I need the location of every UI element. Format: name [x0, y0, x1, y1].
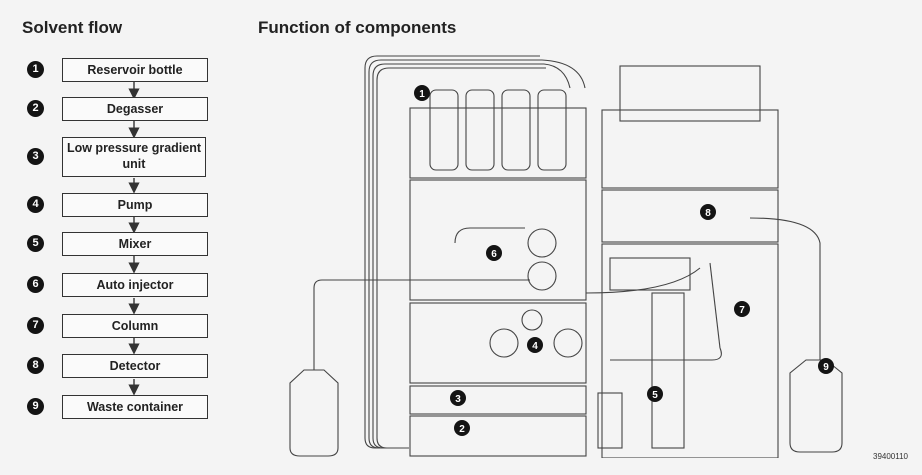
callout-badge: 7 [734, 301, 750, 317]
svg-text:6: 6 [491, 249, 497, 260]
reservoir-bottle [430, 90, 458, 170]
solvent-line [365, 56, 540, 448]
column-inlet-line [586, 268, 700, 293]
injection-valve [528, 262, 556, 290]
flow-step-column: 7 Column [18, 314, 218, 338]
callout-badge: 6 [486, 245, 502, 261]
reservoir-tray [410, 108, 586, 178]
injection-valve [528, 229, 556, 257]
degasser-module [410, 416, 586, 456]
svg-text:1: 1 [419, 89, 425, 100]
step-number-badge: 1 [27, 61, 44, 78]
waste-line [750, 218, 820, 360]
figure-code: 39400110 [873, 452, 908, 461]
pump-head [554, 329, 582, 357]
callout-badge: 3 [450, 390, 466, 406]
svg-text:9: 9 [823, 362, 829, 373]
svg-text:3: 3 [455, 394, 461, 405]
solvent-line [544, 64, 570, 88]
step-number-badge: 5 [27, 235, 44, 252]
step-number-badge: 9 [27, 398, 44, 415]
step-number-badge: 3 [27, 148, 44, 165]
step-label: Reservoir bottle [62, 58, 208, 82]
step-number-badge: 8 [27, 357, 44, 374]
step-label: Degasser [62, 97, 208, 121]
callout-badge: 2 [454, 420, 470, 436]
hplc-system-illustration: 1 2 3 4 5 6 7 8 9 [280, 48, 880, 458]
flow-step-mixer: 5 Mixer [18, 232, 218, 256]
solvent-line [369, 60, 542, 448]
flow-step-low-pressure-gradient-unit: 3 Low pressure gradient unit [18, 137, 218, 177]
callout-badge: 5 [647, 386, 663, 402]
svg-text:4: 4 [532, 341, 538, 352]
callout-badge: 4 [527, 337, 543, 353]
callout-badge: 9 [818, 358, 834, 374]
waste-container [790, 360, 842, 452]
step-label: Pump [62, 193, 208, 217]
flow-step-degasser: 2 Degasser [18, 97, 218, 121]
mixer [522, 310, 542, 330]
step-label: Auto injector [62, 273, 208, 297]
column-tube [710, 263, 720, 348]
pump-head [490, 329, 518, 357]
flow-step-pump: 4 Pump [18, 193, 218, 217]
detector-module [602, 190, 778, 242]
svg-text:7: 7 [739, 305, 745, 316]
sample-bottle [290, 370, 338, 456]
function-of-components-title: Function of components [258, 18, 456, 38]
step-label: Waste container [62, 395, 208, 419]
step-number-badge: 6 [27, 276, 44, 293]
callout-badge: 8 [700, 204, 716, 220]
step-label: Detector [62, 354, 208, 378]
reservoir-bottle [538, 90, 566, 170]
oven-door [652, 293, 684, 448]
gradient-unit-module [410, 386, 586, 414]
step-label: Mixer [62, 232, 208, 256]
controller-screen-frame [620, 66, 760, 121]
flow-step-reservoir-bottle: 1 Reservoir bottle [18, 58, 218, 82]
svg-text:2: 2 [459, 424, 465, 435]
flow-step-waste-container: 9 Waste container [18, 395, 218, 419]
reservoir-bottle [502, 90, 530, 170]
sample-loop [455, 228, 525, 243]
step-label: Column [62, 314, 208, 338]
autosampler-module [410, 180, 586, 300]
controller-module [602, 110, 778, 188]
svg-text:5: 5 [652, 390, 658, 401]
flow-step-auto-injector: 6 Auto injector [18, 273, 218, 297]
svg-text:8: 8 [705, 208, 711, 219]
reservoir-bottle [466, 90, 494, 170]
callout-badge: 1 [414, 85, 430, 101]
pump-module [410, 303, 586, 383]
step-number-badge: 2 [27, 100, 44, 117]
sample-line [314, 280, 530, 370]
flow-step-detector: 8 Detector [18, 354, 218, 378]
step-number-badge: 7 [27, 317, 44, 334]
column-outlet-line [610, 348, 721, 360]
step-label: Low pressure gradient unit [62, 137, 206, 177]
step-number-badge: 4 [27, 196, 44, 213]
column-oven-panel [610, 258, 690, 290]
